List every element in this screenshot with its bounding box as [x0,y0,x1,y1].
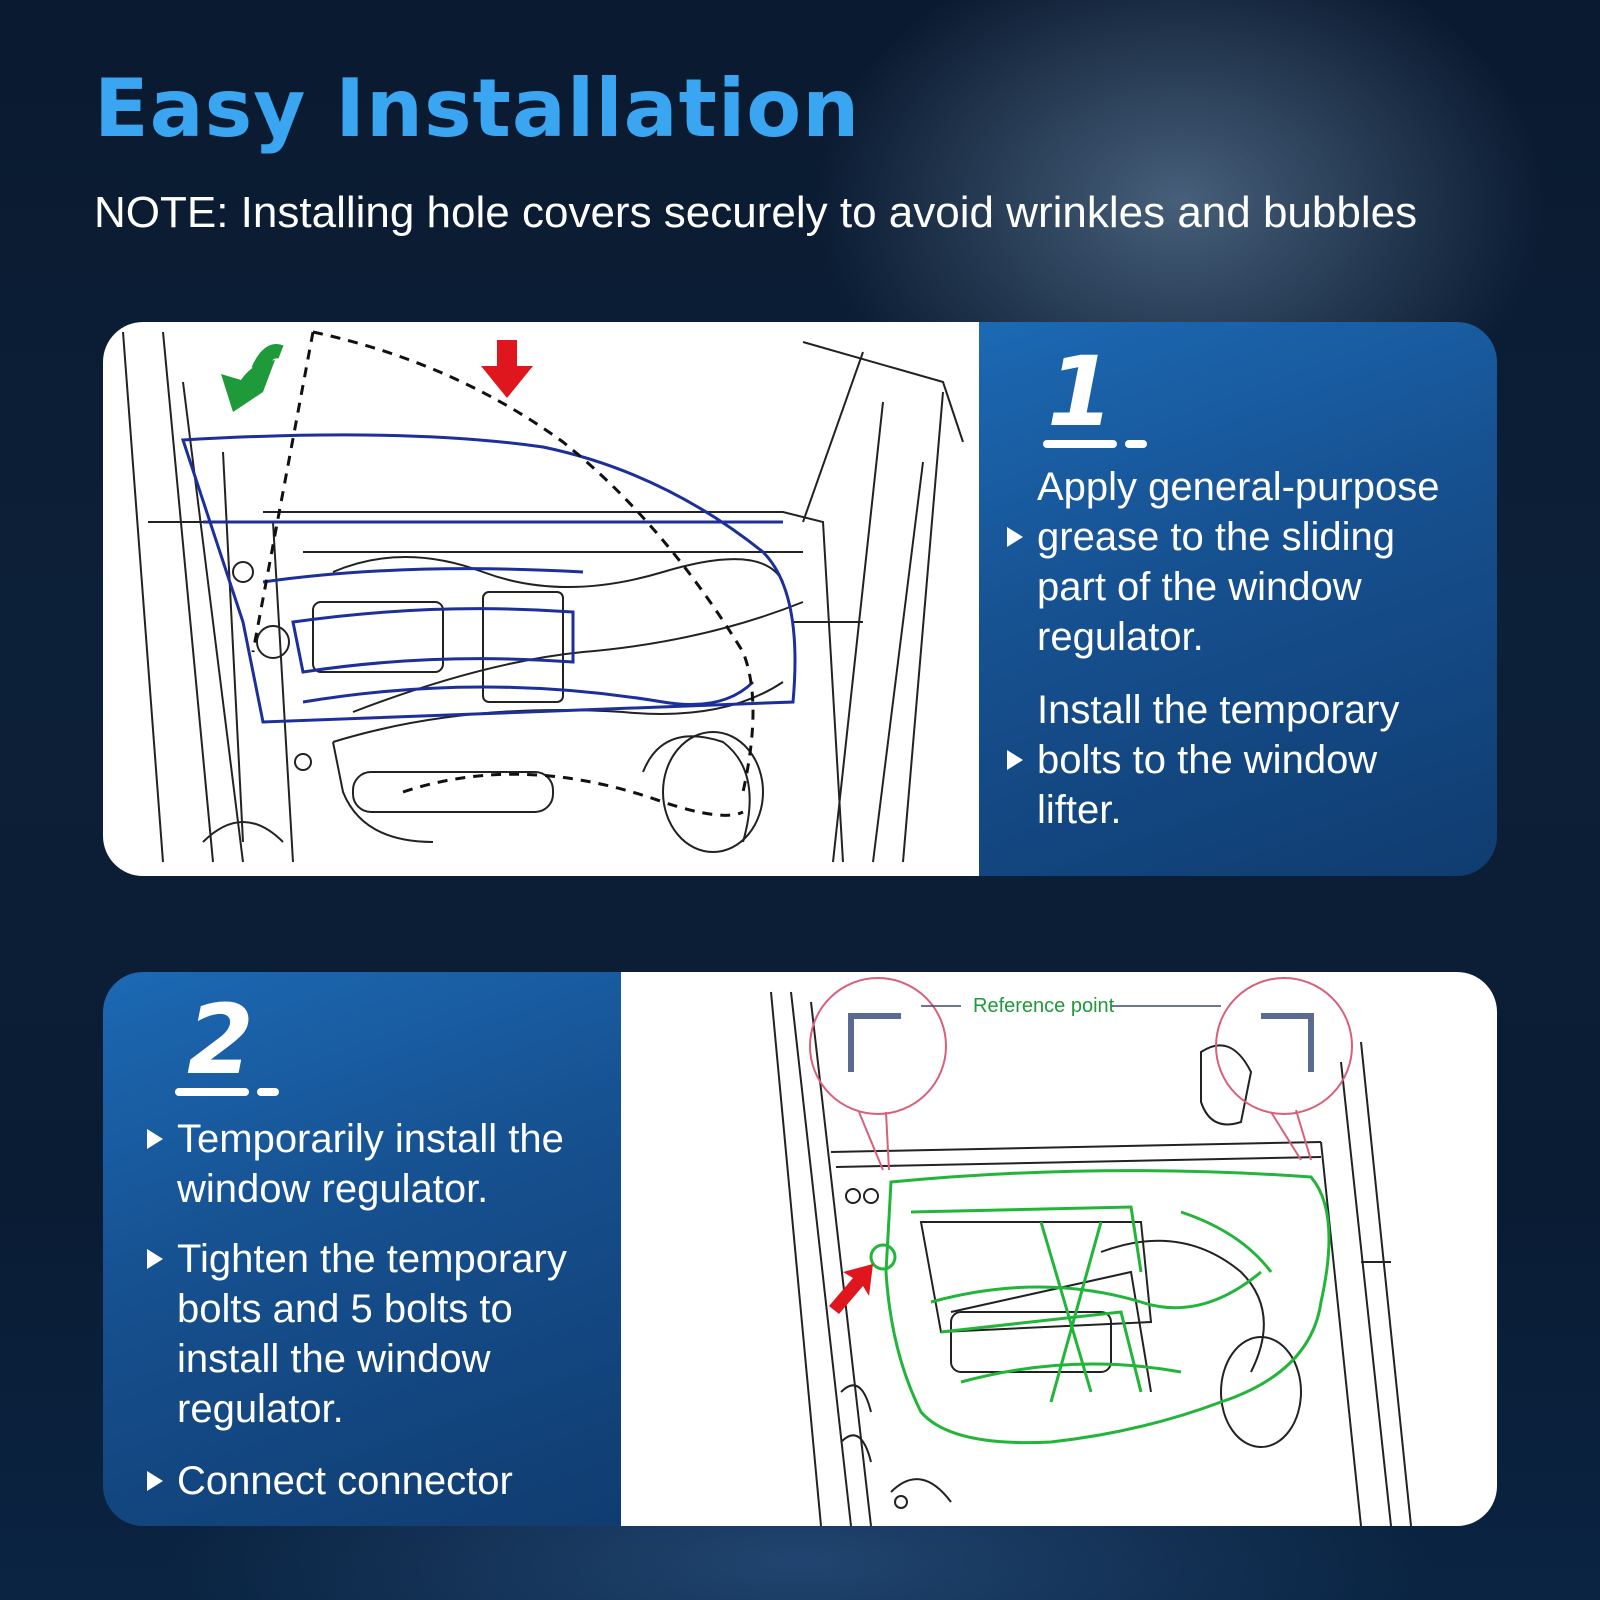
step-1-card: 1 Apply general-purpose grease to the sl… [103,322,1497,876]
bullet-triangle-icon [147,1471,163,1491]
step-1-bullet-1: Apply general-purpose grease to the slid… [1007,462,1439,662]
step-2-bullet-2: Tighten the temporary bolts and 5 bolts … [147,1234,567,1434]
bullet-text: Connect connector [177,1459,513,1503]
step-1-diagram-panel [103,322,979,876]
step-2-diagram-panel: Reference point [621,972,1497,1526]
red-pointer-arrow-icon [829,1264,873,1314]
step-2-bullet-3: Connect connector [147,1456,513,1506]
bullet-triangle-icon [147,1249,163,1269]
step-2-underline [175,1088,249,1096]
bullet-text: Temporarily install the window regulator… [177,1117,564,1211]
step-1-text-panel: 1 Apply general-purpose grease to the sl… [979,322,1497,876]
step-1-underline [1043,440,1117,448]
bullet-triangle-icon [1007,527,1023,547]
bullet-triangle-icon [1007,750,1023,770]
step-2-number: 2 [187,984,254,1096]
bullet-triangle-icon [147,1129,163,1149]
step-2-underline-dash [257,1088,279,1096]
step-1-underline-dash [1125,440,1147,448]
door-diagram-step-1 [122,330,964,863]
bullet-text: Install the temporary bolts to the windo… [1037,688,1400,832]
step-2-text-panel: 2 Temporarily install the window regulat… [103,972,621,1526]
step-2-card: 2 Temporarily install the window regulat… [103,972,1497,1526]
bullet-text: Apply general-purpose grease to the slid… [1037,465,1440,659]
red-down-arrow-icon [481,340,533,398]
bullet-text: Tighten the temporary bolts and 5 bolts … [177,1237,567,1431]
installation-note: NOTE: Installing hole covers securely to… [94,188,1418,237]
step-1-bullet-2: Install the temporary bolts to the windo… [1007,685,1399,835]
page-title: Easy Installation [94,62,861,155]
door-diagram-step-2: Reference point [770,977,1412,1526]
step-2-bullet-1: Temporarily install the window regulator… [147,1114,564,1214]
green-arrow-icon [221,344,284,412]
step-1-number: 1 [1047,336,1114,448]
reference-point-label: Reference point [973,995,1115,1017]
